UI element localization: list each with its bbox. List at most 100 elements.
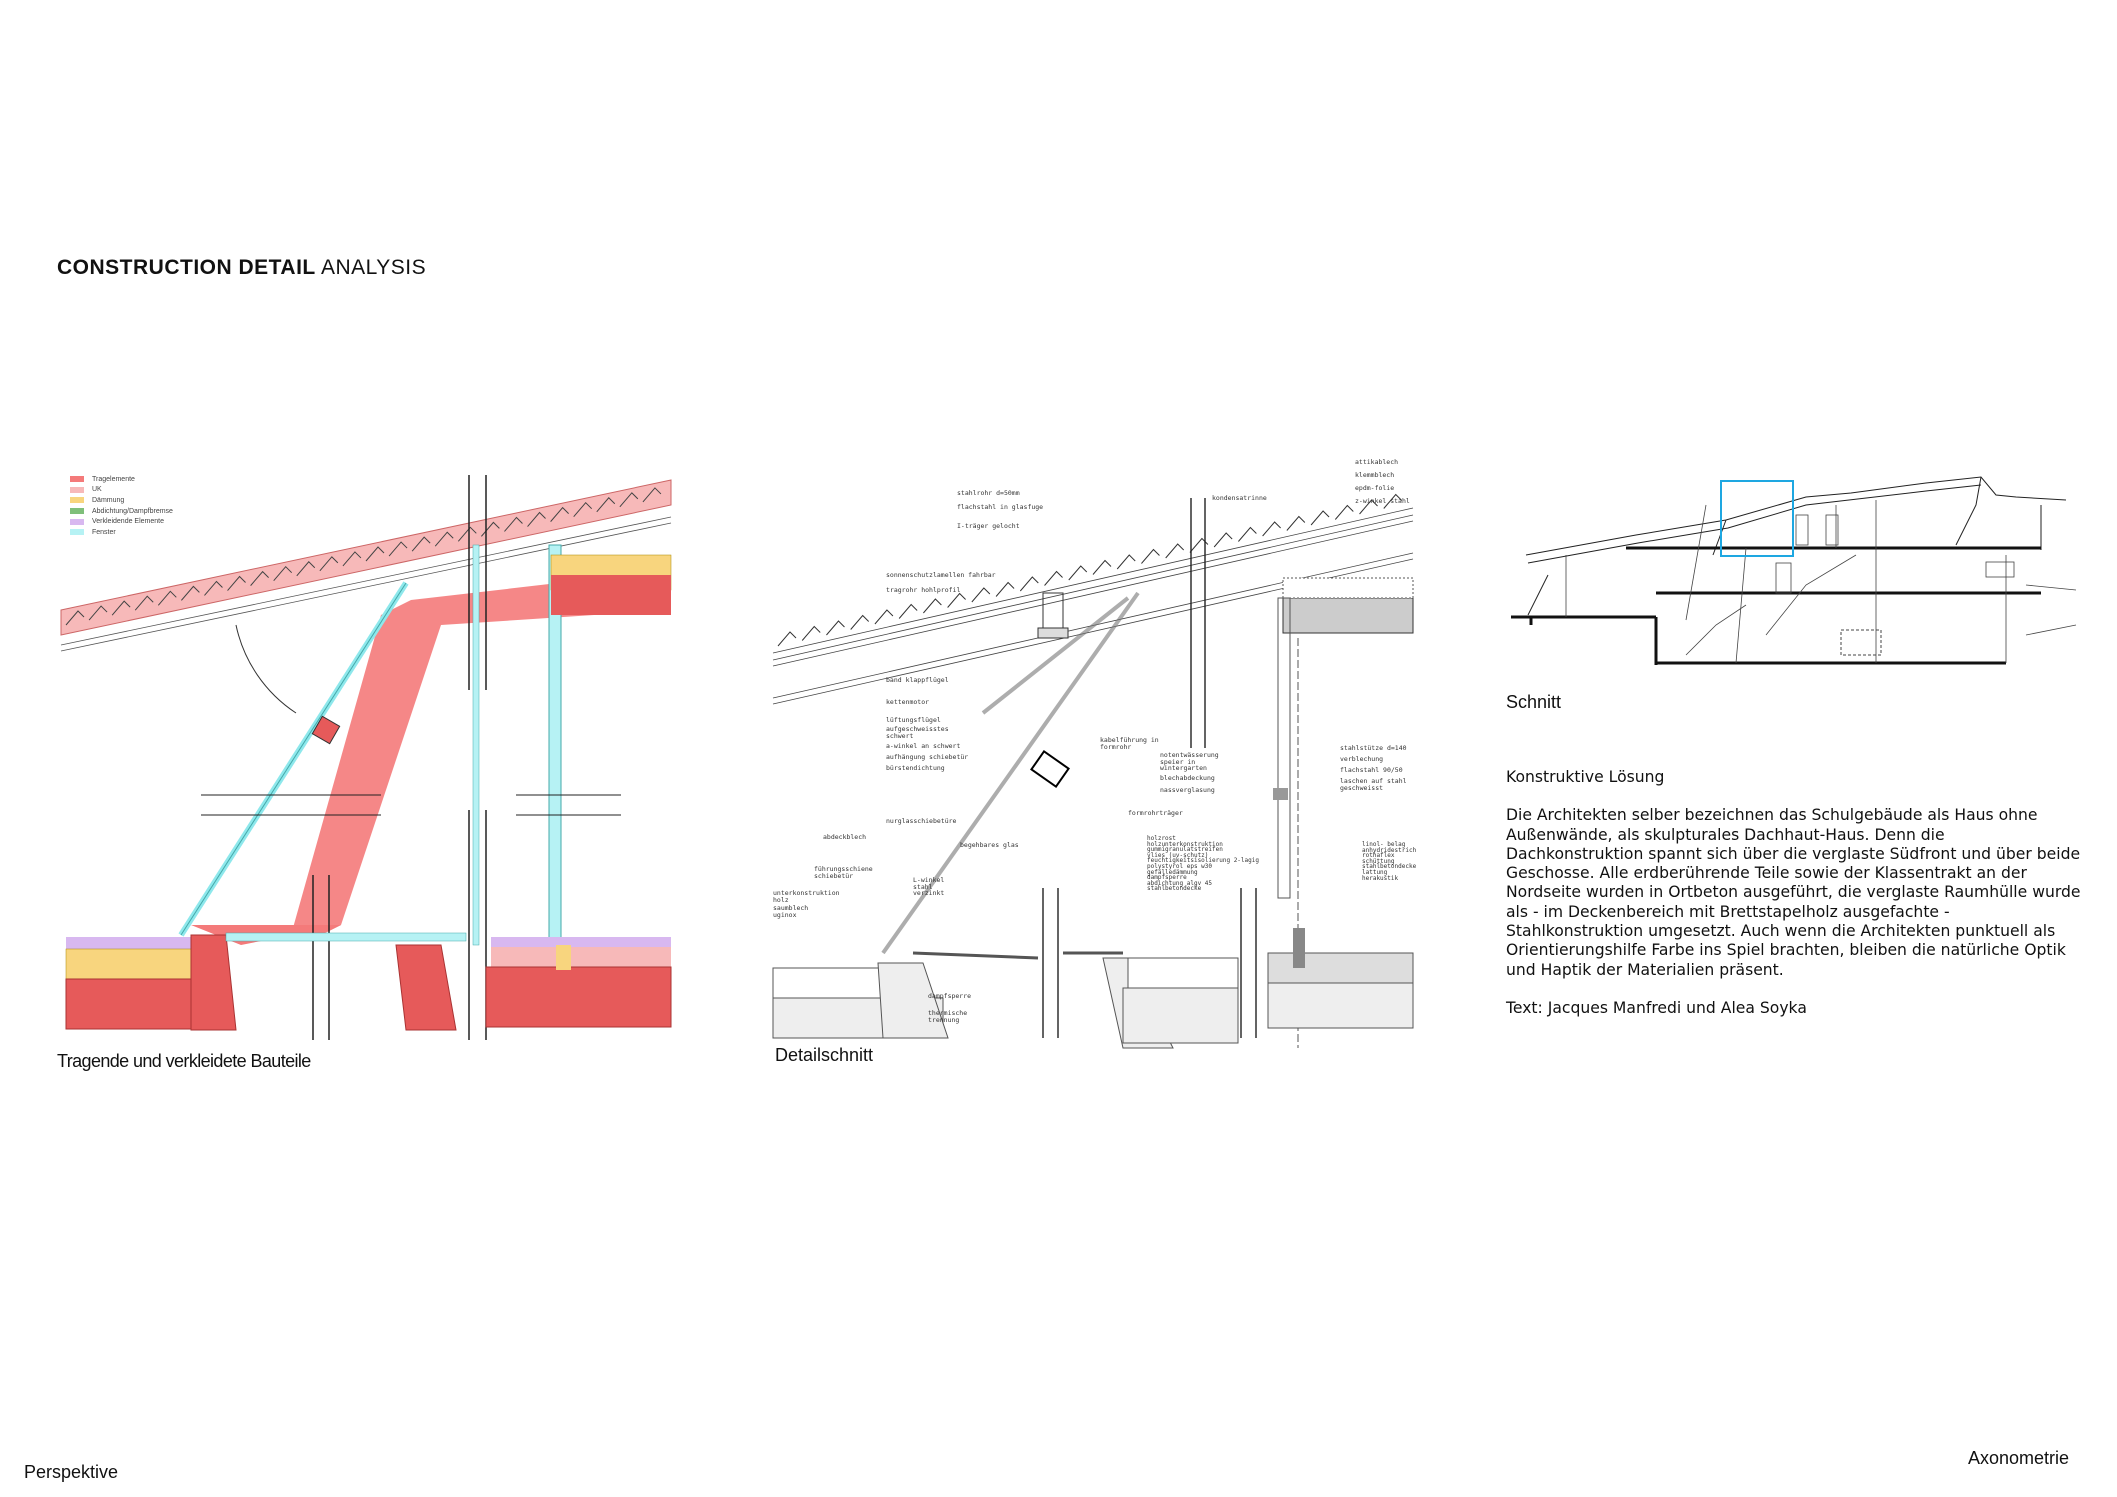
sunshade-lamella bbox=[642, 487, 662, 503]
building-section-drawing bbox=[1511, 476, 2077, 665]
annotation: attikablech bbox=[1355, 458, 1399, 466]
sunshade-lamella bbox=[1213, 532, 1233, 548]
annotation-stack: holzrost holzunterkonstruktion gummigran… bbox=[1147, 835, 1259, 893]
annotation: klemmblech bbox=[1355, 471, 1395, 479]
sunshade-lamella bbox=[1310, 510, 1330, 526]
sunshade-lamella bbox=[777, 631, 797, 647]
annotation: saumblech uginox bbox=[773, 904, 809, 919]
annotation: formrohrträger bbox=[1128, 809, 1183, 817]
sunshade-lamella bbox=[826, 620, 845, 636]
sunshade-lamella bbox=[457, 526, 477, 542]
sunshade-lamella bbox=[273, 565, 293, 582]
sunshade-lamella bbox=[1383, 493, 1403, 509]
sunshade-lamella bbox=[65, 610, 85, 626]
annotation: flachstahl 90/50 bbox=[1340, 766, 1403, 774]
sunshade-lamella bbox=[365, 546, 385, 562]
sunshade-lamella bbox=[411, 536, 431, 552]
sunshade-lamella bbox=[898, 603, 918, 619]
sunshade-lamella bbox=[527, 511, 546, 527]
sunshade-lamella bbox=[134, 595, 154, 611]
annotation: abdeckblech bbox=[823, 833, 867, 841]
annotation: blechabdeckung bbox=[1160, 774, 1215, 782]
annotation: sonnenschutzlamellen fahrbar bbox=[886, 571, 996, 579]
roof-uk-band bbox=[60, 479, 672, 636]
legend-item: UK bbox=[70, 485, 173, 496]
sunshade-lamella bbox=[1165, 543, 1185, 559]
sunshade-lamella bbox=[850, 614, 870, 630]
annotation: nassverglasung bbox=[1160, 786, 1215, 794]
sunshade-lamella bbox=[157, 590, 177, 606]
legend-item: Fenster bbox=[70, 527, 173, 538]
detail-section-drawing bbox=[772, 493, 1414, 1049]
annotation: kondensatrinne bbox=[1212, 494, 1267, 502]
description-title: Konstruktive Lösung bbox=[1506, 768, 1665, 786]
legend-swatch bbox=[70, 476, 84, 483]
sunshade-lamella bbox=[1068, 565, 1088, 581]
annotation: stahlstütze d=140 bbox=[1340, 744, 1407, 752]
legend-swatch bbox=[70, 518, 84, 525]
legend-swatch bbox=[70, 497, 84, 504]
legend: Tragelemente UK Dämmung Abdichtung/Dampf… bbox=[70, 474, 173, 538]
annotation: epdm-folie bbox=[1355, 484, 1395, 492]
annotation: kabelführung in formrohr bbox=[1100, 736, 1159, 751]
sunshade-lamella bbox=[388, 541, 408, 557]
legend-item: Dämmung bbox=[70, 495, 173, 506]
annotation: stahlrohr d=50mm bbox=[957, 489, 1020, 497]
legend-label: Verkleidende Elemente bbox=[92, 518, 164, 526]
sunshade-lamella bbox=[619, 492, 639, 508]
sunshade-lamella bbox=[319, 556, 339, 572]
legend-swatch bbox=[70, 508, 84, 515]
annotation: verblechung bbox=[1340, 755, 1384, 763]
colored-construction-drawing bbox=[60, 475, 672, 1040]
sunshade-lamella bbox=[181, 585, 200, 601]
sunshade-lamella bbox=[1116, 554, 1136, 570]
sunshade-lamella bbox=[923, 598, 942, 614]
annotation: I-träger gelocht bbox=[957, 522, 1020, 530]
sunshade-lamella bbox=[227, 575, 246, 591]
sunshade-lamella bbox=[995, 581, 1015, 597]
annotation: kettenmotor bbox=[886, 698, 930, 706]
annotation: lüftungsflügel bbox=[886, 716, 941, 724]
sunshade-lamella bbox=[874, 609, 894, 625]
legend-item: Verkleidende Elemente bbox=[70, 516, 173, 527]
annotation: bürstendichtung bbox=[886, 764, 945, 772]
sunshade-lamella bbox=[111, 600, 131, 616]
description-credit: Text: Jacques Manfredi und Alea Soyka bbox=[1506, 998, 1807, 1017]
sunshade-lamella bbox=[596, 497, 616, 513]
sunshade-lamella bbox=[1092, 559, 1112, 575]
legend-label: Tragelemente bbox=[92, 475, 135, 483]
sunshade-lamella bbox=[1141, 548, 1160, 564]
annotation: aufgeschweisstes schwert bbox=[886, 725, 949, 740]
legend-swatch bbox=[70, 486, 84, 493]
sunshade-lamella bbox=[550, 506, 569, 522]
sunshade-lamella bbox=[88, 605, 108, 621]
sunshade-lamella bbox=[1189, 537, 1209, 553]
description-text-block: Konstruktive Lösung Die Architekten selb… bbox=[1506, 768, 2086, 1037]
annotation: a-winkel an schwert bbox=[886, 742, 961, 750]
sunshade-lamella bbox=[342, 551, 362, 567]
sunshade-lamella bbox=[573, 501, 593, 518]
sunshade-lamella bbox=[1359, 499, 1378, 515]
annotation: z-winkel stahl bbox=[1355, 497, 1410, 505]
description-body: Die Architekten selber bezeichnen das Sc… bbox=[1506, 806, 2081, 979]
annotation: führungsschiene schiebetür bbox=[814, 865, 873, 880]
sunshade-lamella bbox=[504, 516, 523, 532]
caption-drawing1: Tragende und verkleidete Bauteile bbox=[57, 1051, 311, 1071]
legend-label: Abdichtung/Dampfbremse bbox=[92, 507, 173, 515]
annotation: flachstahl in glasfuge bbox=[957, 503, 1044, 511]
legend-swatch bbox=[70, 529, 84, 536]
legend-item: Tragelemente bbox=[70, 474, 173, 485]
annotation: nurglasschiebetüre bbox=[886, 817, 957, 825]
caption-axonometry: Axonometrie bbox=[1967, 1448, 2069, 1468]
legend-label: Dämmung bbox=[92, 496, 125, 504]
sunshade-lamella bbox=[204, 580, 223, 596]
sunshade-lamella bbox=[1019, 576, 1039, 592]
legend-label: Fenster bbox=[92, 528, 116, 536]
caption-section: Schnitt bbox=[1506, 692, 1562, 712]
annotation: dampfsperre bbox=[928, 992, 972, 1000]
title-regular: ANALYSIS bbox=[320, 256, 427, 279]
load-bearing-frame bbox=[291, 570, 671, 940]
legend-item: Abdichtung/Dampfbremse bbox=[70, 506, 173, 517]
annotation: tragrohr hohlprofil bbox=[886, 586, 961, 594]
sunshade-lamella bbox=[1334, 504, 1354, 520]
